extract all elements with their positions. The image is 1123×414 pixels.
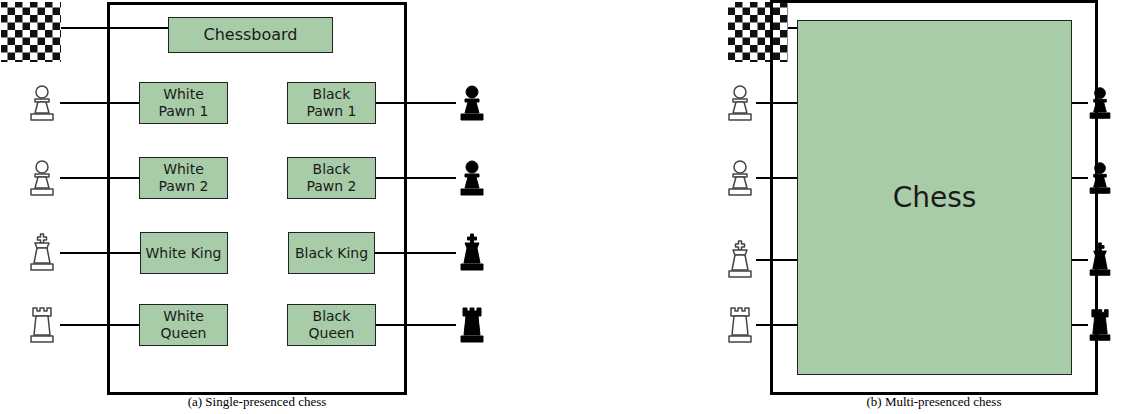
black-pawn-icon	[461, 161, 483, 195]
chessboard-icon	[728, 2, 788, 62]
piece-box: Black Queen	[287, 304, 376, 346]
white-queen-icon	[729, 308, 751, 342]
box-label: White Pawn 1	[144, 86, 223, 120]
white-pawn-icon	[31, 86, 53, 120]
white-king-icon	[31, 234, 53, 270]
box-label: Black King	[295, 245, 368, 262]
box-label: Black Queen	[292, 308, 371, 342]
box-label: White Queen	[144, 308, 223, 342]
black-king-icon	[461, 234, 483, 270]
piece-box: Black Pawn 1	[287, 82, 376, 124]
box-label: Black Pawn 2	[292, 161, 371, 195]
chessboard-icon	[1, 2, 61, 62]
piece-box: Black Pawn 2	[287, 157, 376, 199]
chessboard-box: Chessboard	[168, 17, 333, 53]
box-label: Black Pawn 1	[292, 86, 371, 120]
box-label: Chess	[893, 181, 977, 215]
piece-box: White Pawn 1	[139, 82, 228, 124]
panel-frame: (b) Multi-presenced chessChess	[770, 0, 1098, 395]
piece-box: White King	[140, 232, 228, 274]
white-pawn-icon	[31, 161, 53, 195]
chess-box: Chess	[797, 20, 1072, 375]
piece-box: White Pawn 2	[139, 157, 228, 199]
black-queen-icon	[1090, 310, 1110, 341]
panel-caption: (a) Single-presenced chess	[70, 395, 444, 408]
box-label: White King	[146, 245, 222, 262]
white-king-icon	[729, 241, 751, 277]
white-pawn-icon	[729, 86, 751, 120]
black-pawn-icon	[1090, 163, 1110, 194]
black-king-icon	[1090, 243, 1110, 275]
white-queen-icon	[31, 308, 53, 342]
panel-caption: (b) Multi-presenced chess	[733, 395, 1123, 408]
black-pawn-icon	[461, 86, 483, 120]
piece-box: Black King	[288, 232, 375, 274]
box-label: White Pawn 2	[144, 161, 223, 195]
panel-frame: (a) Single-presenced chessChessboardWhit…	[107, 2, 407, 395]
black-pawn-icon	[1090, 88, 1110, 119]
piece-box: White Queen	[139, 304, 228, 346]
black-queen-icon	[461, 308, 483, 342]
box-label: Chessboard	[203, 25, 297, 44]
white-pawn-icon	[729, 161, 751, 195]
